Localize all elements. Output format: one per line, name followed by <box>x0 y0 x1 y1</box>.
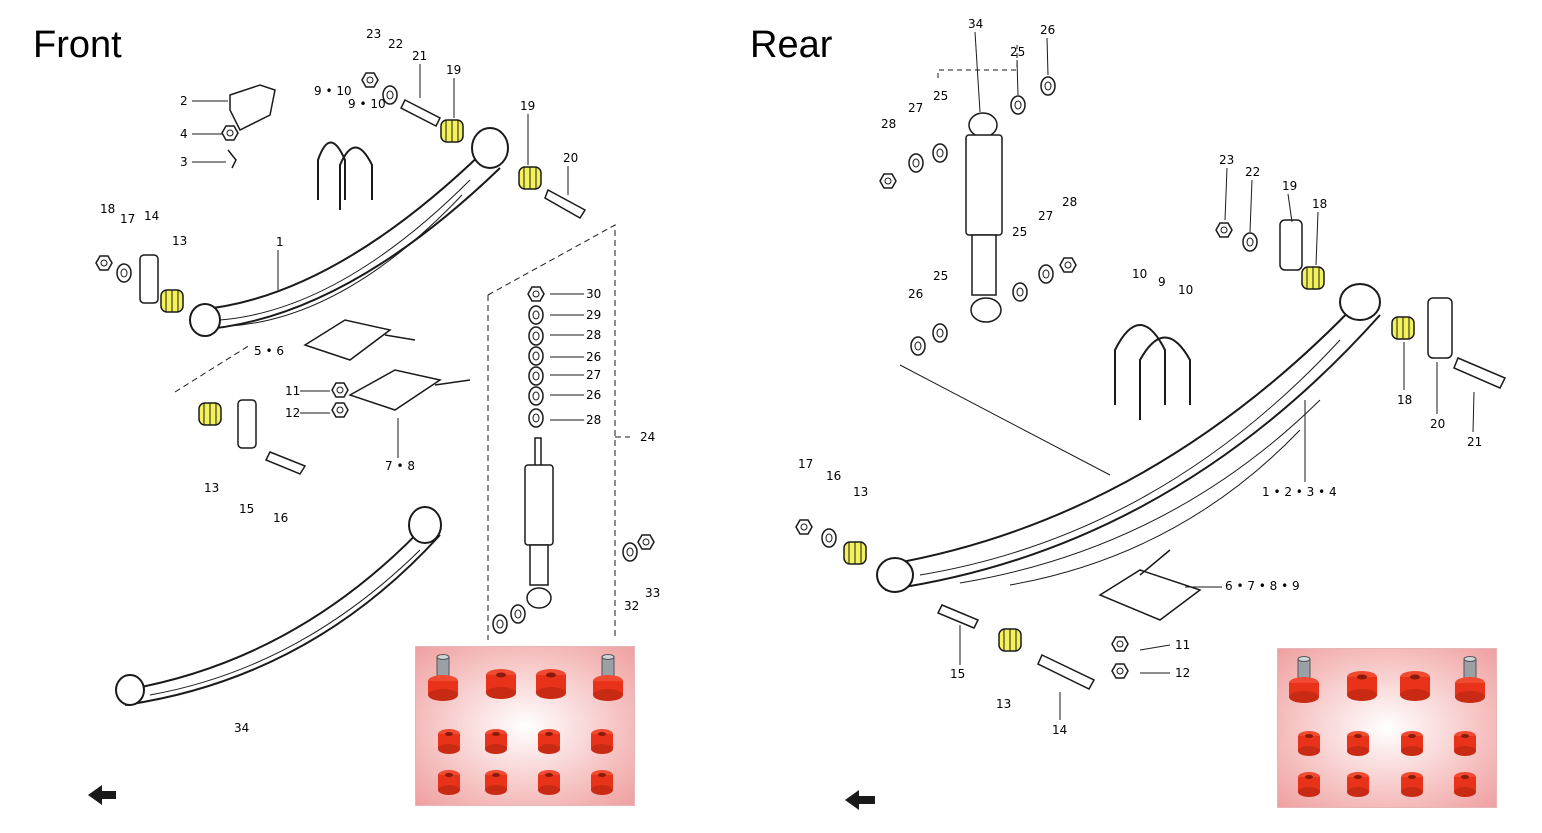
rear-direction-arrow-icon <box>845 790 875 810</box>
front-callout-11: 11 <box>285 384 300 398</box>
rear-callout-27b: 27 <box>1038 209 1053 223</box>
front-callout-16: 16 <box>273 511 288 525</box>
front-callout-13a: 13 <box>172 234 187 248</box>
front-callout-24: 24 <box>640 430 655 444</box>
rear-callout-12: 12 <box>1175 666 1190 680</box>
rear-callout-28b: 28 <box>1062 195 1077 209</box>
rear-leader-lines <box>959 31 1475 720</box>
front-callout-9-10a: 9 • 10 <box>314 84 352 98</box>
rear-callout-13a: 13 <box>853 485 868 499</box>
rear-callout-25a: 25 <box>1010 45 1025 59</box>
front-leaf-spring <box>189 127 509 337</box>
front-direction-arrow-icon <box>88 785 116 805</box>
front-callout-19b: 19 <box>520 99 535 113</box>
rear-title: Rear <box>750 24 833 66</box>
front-callout-3: 3 <box>180 155 188 169</box>
front-callout-9-10b: 9 • 10 <box>348 97 386 111</box>
front-callout-7-8: 7 • 8 <box>385 459 415 473</box>
front-title: Front <box>33 24 122 66</box>
rear-spring-plate <box>1098 549 1202 621</box>
front-callout-5-6: 5 • 6 <box>254 344 284 358</box>
rear-callout-20: 20 <box>1430 417 1445 431</box>
front-shackle-15 <box>237 399 257 449</box>
front-callout-20: 20 <box>563 151 578 165</box>
rear-poly-bush-kit-photo <box>1277 648 1497 808</box>
rear-callout-18a: 18 <box>1312 197 1327 211</box>
rear-callout-15: 15 <box>950 667 965 681</box>
front-shock-absorber <box>524 437 554 609</box>
front-callout-21: 21 <box>412 49 427 63</box>
rear-leaf-spring <box>876 283 1381 593</box>
front-callout-23: 23 <box>366 27 381 41</box>
front-callout-15: 15 <box>239 502 254 516</box>
rear-callout-1-2-3-4: 1 • 2 • 3 • 4 <box>1262 485 1337 499</box>
front-callout-34: 34 <box>234 721 249 735</box>
front-callout-33: 33 <box>645 586 660 600</box>
rear-shock-absorber <box>965 112 1003 323</box>
rear-callout-22: 22 <box>1245 165 1260 179</box>
front-callout-22: 22 <box>388 37 403 51</box>
front-second-leaf-spring <box>115 506 442 706</box>
front-callout-2: 2 <box>180 94 188 108</box>
front-dashed-guides <box>174 224 630 640</box>
front-poly-bush-kit-photo <box>415 646 635 806</box>
front-callout-12: 12 <box>285 406 300 420</box>
rear-callout-26a: 26 <box>1040 23 1055 37</box>
front-callout-13b: 13 <box>204 481 219 495</box>
rear-callout-25b: 25 <box>933 89 948 103</box>
rear-callout-19: 19 <box>1282 179 1297 193</box>
front-spring-plate <box>303 319 471 411</box>
front-callout-14: 14 <box>144 209 159 223</box>
rear-guide-lines <box>899 45 1111 476</box>
front-ubolts <box>317 141 373 210</box>
front-bolts <box>227 98 587 475</box>
rear-callout-18b: 18 <box>1397 393 1412 407</box>
rear-callout-9: 9 <box>1158 275 1166 289</box>
front-bracket-2 <box>229 84 276 132</box>
rear-callout-6-7-8-9: 6 • 7 • 8 • 9 <box>1225 579 1300 593</box>
rear-callout-10: 10 <box>1132 267 1147 281</box>
front-callout-27: 27 <box>586 368 601 382</box>
rear-callout-34: 34 <box>968 17 983 31</box>
rear-callout-26b: 26 <box>908 287 923 301</box>
rear-shackle-20 <box>1427 297 1453 359</box>
front-callout-4: 4 <box>180 127 188 141</box>
rear-callout-14: 14 <box>1052 723 1067 737</box>
front-callout-28b: 28 <box>586 413 601 427</box>
front-shackle-14 <box>139 254 159 304</box>
rear-callout-10b: 10 <box>1178 283 1193 297</box>
rear-ubolts <box>1114 324 1191 420</box>
front-callout-32: 32 <box>624 599 639 613</box>
front-callout-26a: 26 <box>586 350 601 364</box>
rear-callout-23: 23 <box>1219 153 1234 167</box>
front-callout-29: 29 <box>586 308 601 322</box>
rear-callout-25c: 25 <box>1012 225 1027 239</box>
rear-callout-25d: 25 <box>933 269 948 283</box>
front-callout-30: 30 <box>586 287 601 301</box>
rear-callout-28a: 28 <box>881 117 896 131</box>
front-callout-18: 18 <box>100 202 115 216</box>
front-callout-17: 17 <box>120 212 135 226</box>
rear-callout-21: 21 <box>1467 435 1482 449</box>
front-leader-lines <box>192 64 584 458</box>
rear-callout-27a: 27 <box>908 101 923 115</box>
rear-callout-16: 16 <box>826 469 841 483</box>
rear-callout-11: 11 <box>1175 638 1190 652</box>
front-callout-28a: 28 <box>586 328 601 342</box>
front-callout-1: 1 <box>276 235 284 249</box>
rear-shackle-19 <box>1279 219 1303 271</box>
rear-bolts <box>936 357 1507 690</box>
front-callout-19a: 19 <box>446 63 461 77</box>
front-callout-26b: 26 <box>586 388 601 402</box>
rear-callout-17: 17 <box>798 457 813 471</box>
rear-callout-13b: 13 <box>996 697 1011 711</box>
